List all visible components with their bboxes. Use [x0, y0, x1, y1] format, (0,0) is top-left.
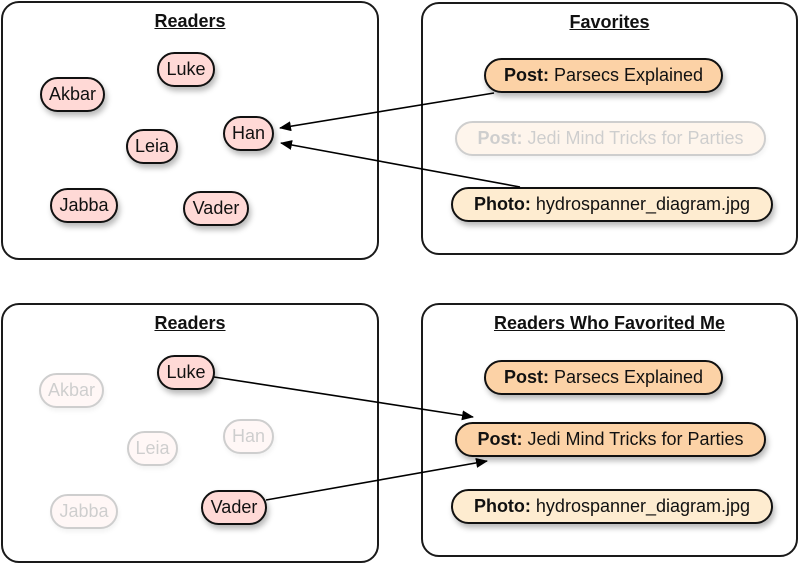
- item-kind: Post:: [503, 367, 549, 387]
- item-label: hydrospanner_diagram.jpg: [535, 496, 751, 516]
- reader-name: Luke: [166, 362, 206, 382]
- item-label: Parsecs Explained: [553, 367, 704, 387]
- reader-node-han[interactable]: Han: [223, 419, 274, 454]
- reader-name: Leia: [135, 438, 170, 458]
- panel-title: Readers Who Favorited Me: [493, 313, 726, 333]
- reader-node-leia[interactable]: Leia: [126, 129, 178, 164]
- reader-name: Akbar: [48, 84, 97, 104]
- reader-name: Akbar: [47, 380, 96, 400]
- panel-title: Favorites: [569, 12, 650, 32]
- reader-node-jabba[interactable]: Jabba: [50, 494, 118, 529]
- reader-name: Vader: [192, 198, 240, 218]
- panel-title: Readers: [154, 11, 226, 31]
- item-label: Jedi Mind Tricks for Parties: [527, 128, 744, 148]
- panel-title: Readers: [154, 313, 226, 333]
- item-photo[interactable]: Photo:hydrospanner_diagram.jpg: [451, 489, 773, 524]
- favorite-item-photo[interactable]: Photo:hydrospanner_diagram.jpg: [451, 187, 773, 222]
- item-kind: Photo:: [473, 194, 531, 214]
- reader-node-han[interactable]: Han: [223, 116, 274, 151]
- reader-name: Jabba: [59, 501, 109, 521]
- item-kind: Photo:: [473, 496, 531, 516]
- reader-name: Leia: [134, 136, 170, 156]
- favorite-item-parsecs[interactable]: Post:Parsecs Explained: [484, 58, 723, 93]
- reader-node-luke[interactable]: Luke: [157, 52, 215, 87]
- reader-node-jabba[interactable]: Jabba: [50, 188, 118, 223]
- item-kind: Post:: [477, 429, 523, 449]
- reader-node-vader[interactable]: Vader: [183, 191, 249, 226]
- reader-node-leia[interactable]: Leia: [127, 431, 178, 466]
- favorite-item-jedi[interactable]: Post:Jedi Mind Tricks for Parties: [455, 121, 766, 156]
- reader-node-luke[interactable]: Luke: [157, 355, 215, 390]
- reader-name: Luke: [166, 59, 206, 79]
- reader-node-akbar[interactable]: Akbar: [39, 373, 104, 408]
- reader-name: Vader: [210, 497, 258, 517]
- reader-name: Jabba: [59, 195, 109, 215]
- reader-name: Han: [231, 123, 266, 143]
- reader-name: Han: [231, 426, 266, 446]
- item-parsecs[interactable]: Post:Parsecs Explained: [484, 360, 723, 395]
- item-kind: Post:: [477, 128, 523, 148]
- reader-node-akbar[interactable]: Akbar: [40, 77, 105, 112]
- item-label: Jedi Mind Tricks for Parties: [527, 429, 744, 449]
- reader-node-vader[interactable]: Vader: [201, 490, 267, 525]
- item-label: Parsecs Explained: [553, 65, 704, 85]
- item-jedi[interactable]: Post:Jedi Mind Tricks for Parties: [455, 422, 766, 457]
- item-label: hydrospanner_diagram.jpg: [535, 194, 751, 214]
- item-kind: Post:: [503, 65, 549, 85]
